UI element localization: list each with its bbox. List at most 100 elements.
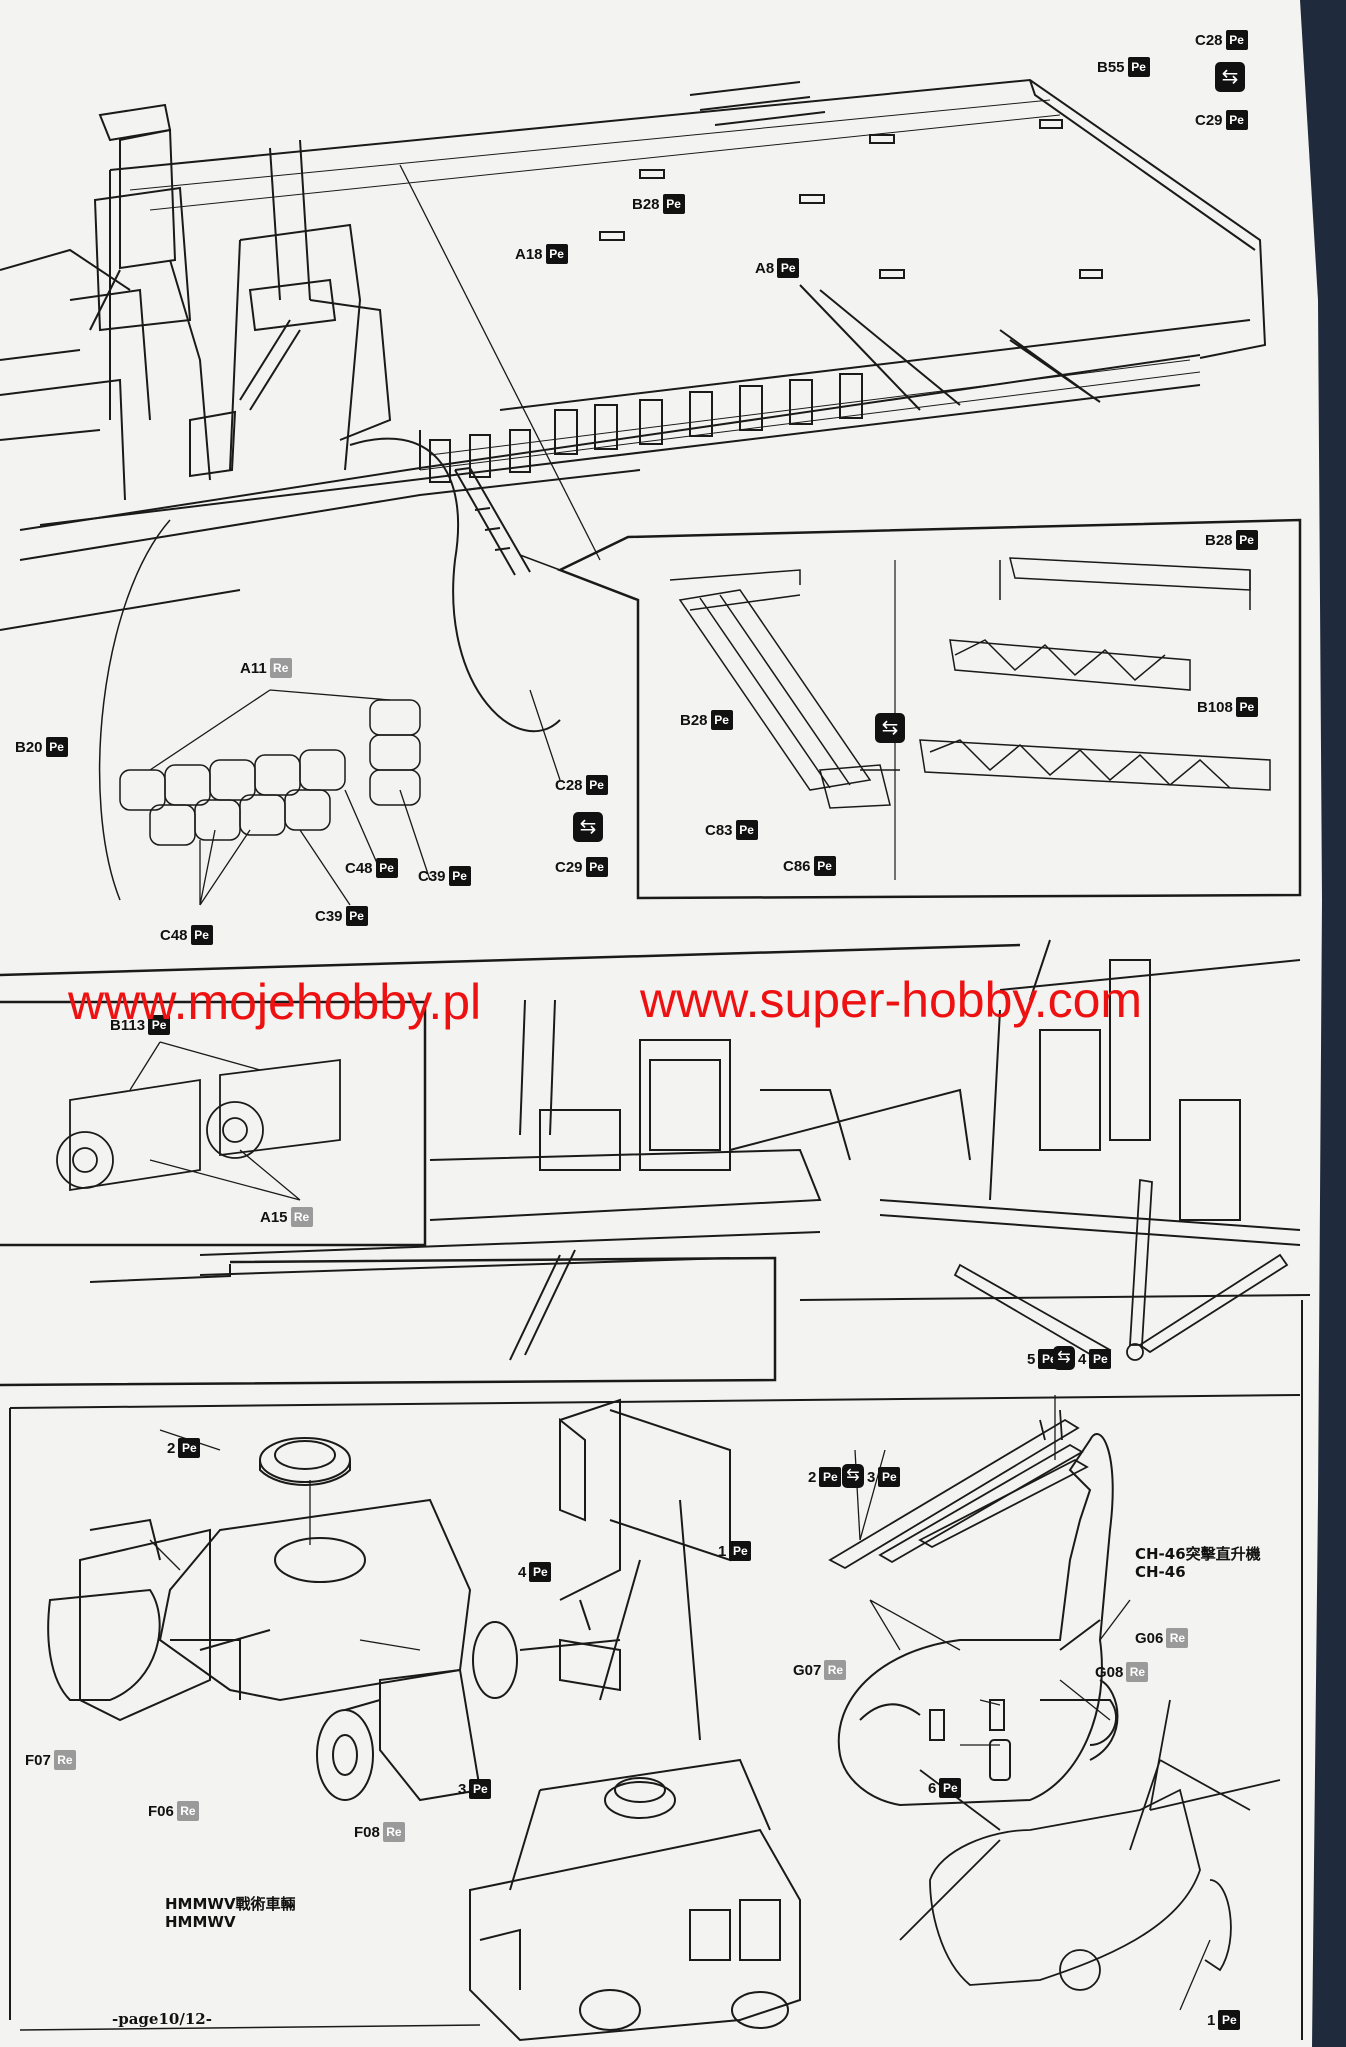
watermark-right: www.super-hobby.com bbox=[640, 972, 1143, 1028]
tag-pe: Pe bbox=[729, 1541, 752, 1561]
hmmwv-caption: HMMWV戰術車輛 HMMWV bbox=[165, 1895, 296, 1931]
part-number: 1 bbox=[718, 1542, 727, 1560]
tag-re: Re bbox=[290, 1207, 313, 1227]
part-number: B113 bbox=[110, 1016, 146, 1034]
part-number: 1 bbox=[1207, 2011, 1216, 2029]
part-number: 4 bbox=[1078, 1350, 1087, 1368]
part-number: C86 bbox=[783, 857, 811, 875]
part-number: G08 bbox=[1095, 1663, 1124, 1681]
tag-pe: Pe bbox=[190, 925, 213, 945]
swap-icon: ⇆ bbox=[842, 1464, 864, 1488]
tag-pe: Pe bbox=[735, 820, 758, 840]
swap-icon: ⇆ bbox=[1053, 1346, 1075, 1370]
tag-pe: Pe bbox=[813, 856, 836, 876]
tag-pe: Pe bbox=[529, 1562, 552, 1582]
part-number: B28 bbox=[632, 195, 660, 213]
part-number: B55 bbox=[1097, 58, 1125, 76]
part-number: F08 bbox=[354, 1823, 380, 1841]
part-number: C48 bbox=[160, 926, 188, 944]
watermark-left: www.mojehobby.pl bbox=[68, 974, 482, 1030]
tag-re: Re bbox=[53, 1750, 76, 1770]
tag-pe: Pe bbox=[1235, 530, 1258, 550]
tag-pe: Pe bbox=[1127, 57, 1150, 77]
tag-pe: Pe bbox=[1235, 697, 1258, 717]
part-number: C39 bbox=[418, 867, 446, 885]
part-number: F06 bbox=[148, 1802, 174, 1820]
part-number: C29 bbox=[1195, 111, 1223, 129]
part-number: C39 bbox=[315, 907, 343, 925]
ch46-caption: CH-46突擊直升機 CH-46 bbox=[1135, 1545, 1261, 1581]
part-number: A15 bbox=[260, 1208, 288, 1226]
tag-pe: Pe bbox=[878, 1467, 901, 1487]
tag-pe: Pe bbox=[777, 258, 800, 278]
tag-re: Re bbox=[1166, 1628, 1189, 1648]
part-number: 2 bbox=[167, 1439, 176, 1457]
swap-icon: ⇆ bbox=[875, 713, 905, 743]
tag-pe: Pe bbox=[585, 775, 608, 795]
part-number: B108 bbox=[1197, 698, 1233, 716]
swap-icon: ⇆ bbox=[573, 812, 603, 842]
tag-pe: Pe bbox=[1089, 1349, 1112, 1369]
part-number: B28 bbox=[1205, 531, 1233, 549]
part-number: G06 bbox=[1135, 1629, 1164, 1647]
tag-pe: Pe bbox=[1218, 2010, 1241, 2030]
tag-pe: Pe bbox=[585, 857, 608, 877]
tag-re: Re bbox=[382, 1822, 405, 1842]
part-number: B28 bbox=[680, 711, 708, 729]
tag-re: Re bbox=[1126, 1662, 1149, 1682]
part-number: 3 bbox=[458, 1780, 467, 1798]
part-number: 3 bbox=[867, 1468, 876, 1486]
tag-pe: Pe bbox=[448, 866, 471, 886]
tag-pe: Pe bbox=[710, 710, 733, 730]
tag-re: Re bbox=[824, 1660, 847, 1680]
part-number: A8 bbox=[755, 259, 775, 277]
part-number: C83 bbox=[705, 821, 733, 839]
page-number: -page10/12- bbox=[112, 2010, 212, 2028]
tag-pe: Pe bbox=[545, 244, 568, 264]
tag-pe: Pe bbox=[148, 1015, 171, 1035]
part-number: A18 bbox=[515, 245, 543, 263]
tag-pe: Pe bbox=[662, 194, 685, 214]
part-number: 5 bbox=[1027, 1350, 1036, 1368]
part-number: 2 bbox=[808, 1468, 817, 1486]
part-number: A11 bbox=[240, 659, 267, 677]
part-number: C29 bbox=[555, 858, 583, 876]
tag-re: Re bbox=[176, 1801, 199, 1821]
tag-pe: Pe bbox=[178, 1438, 201, 1458]
tag-pe: Pe bbox=[345, 906, 368, 926]
tag-pe: Pe bbox=[939, 1778, 962, 1798]
part-number: F07 bbox=[25, 1751, 51, 1769]
tag-pe: Pe bbox=[469, 1779, 492, 1799]
tag-pe: Pe bbox=[819, 1467, 842, 1487]
tag-pe: Pe bbox=[45, 737, 68, 757]
part-number: C28 bbox=[555, 776, 583, 794]
tag-pe: Pe bbox=[375, 858, 398, 878]
